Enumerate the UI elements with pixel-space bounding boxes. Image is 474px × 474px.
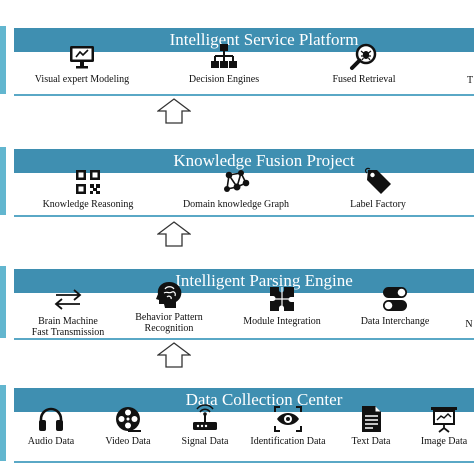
item-fused-retrieval: Fused Retrieval — [326, 42, 402, 85]
layer-accent-bar — [0, 26, 6, 94]
bug-search-icon — [349, 42, 379, 72]
item-label: Fused Retrieval — [332, 74, 396, 85]
monitor-icon — [67, 42, 97, 72]
layer-knowledge-fusion-project: Knowledge Fusion Project Knowledge Reaso… — [0, 145, 474, 217]
layer-accent-bar — [0, 266, 6, 338]
layer-accent-bar — [0, 385, 6, 461]
layer-title: Data Collection Center — [185, 390, 343, 409]
item-label: Signal Data — [181, 436, 229, 447]
item-label: Knowledge Reasoning — [42, 199, 134, 210]
item-label: Domain knowledge Graph — [182, 199, 290, 210]
item-identification-data: Identification Data — [242, 404, 334, 447]
eye-scan-icon — [273, 404, 303, 434]
item-label: Visual expert Modeling — [34, 74, 130, 85]
item-text-data: Text Data — [342, 404, 400, 447]
up-arrow-icon — [157, 342, 191, 368]
item-video-data: Video Data — [96, 404, 160, 447]
up-arrow-icon — [157, 221, 191, 247]
item-label: Text Data — [351, 436, 391, 447]
item-label: Behavior Pattern — [135, 312, 203, 323]
item-label: Decision Engines — [188, 74, 260, 85]
presentation-icon — [429, 404, 459, 434]
layer-banner: Data Collection Center — [14, 388, 474, 412]
layer-data-collection-center: Data Collection Center Audio Data Video … — [0, 383, 474, 463]
layer-banner: Knowledge Fusion Project — [14, 149, 474, 173]
item-data-interchange: Data Interchange — [350, 284, 440, 327]
item-truncated: N — [462, 319, 474, 330]
layer-bottom-rule — [14, 461, 474, 463]
headphones-icon — [36, 404, 66, 434]
layer-title: Intelligent Parsing Engine — [175, 271, 353, 290]
item-module-integration: Module Integration — [234, 284, 330, 327]
film-reel-icon — [113, 404, 143, 434]
item-label: Data Interchange — [360, 316, 430, 327]
item-behavior-pattern-recognition: Behavior Pattern Recognition — [124, 280, 214, 334]
exchange-arrows-icon — [53, 284, 83, 314]
layer-bottom-rule — [14, 215, 474, 217]
brain-head-icon — [154, 280, 184, 310]
layer-bottom-rule — [14, 94, 474, 96]
hierarchy-icon — [209, 42, 239, 72]
item-label-factory: Label Factory — [336, 167, 420, 210]
item-visual-expert-modeling: Visual expert Modeling — [24, 42, 140, 85]
layer-title: Intelligent Service Platform — [169, 30, 359, 49]
item-label-line2: Fast Transmission — [31, 327, 105, 338]
item-label: Brain Machine — [38, 316, 98, 327]
item-label: T — [466, 75, 474, 86]
layer-accent-bar — [0, 147, 6, 215]
item-knowledge-reasoning: Knowledge Reasoning — [30, 167, 146, 210]
item-label: Audio Data — [27, 436, 75, 447]
item-truncated: T — [464, 75, 474, 86]
puzzle-icon — [267, 284, 297, 314]
item-label: N — [465, 319, 473, 330]
layer-intelligent-service-platform: Intelligent Service Platform Visual expe… — [0, 24, 474, 96]
item-label-line2: Recognition — [144, 323, 194, 334]
tag-icon — [363, 167, 393, 197]
item-domain-knowledge-graph: Domain knowledge Graph — [172, 167, 300, 210]
network-graph-icon — [221, 167, 251, 197]
toggle-switches-icon — [380, 284, 410, 314]
layer-title: Knowledge Fusion Project — [173, 151, 355, 170]
item-image-data: Image Data — [412, 404, 474, 447]
item-label: Module Integration — [243, 316, 321, 327]
item-label: Label Factory — [350, 199, 406, 210]
qr-code-icon — [73, 167, 103, 197]
item-label: Image Data — [420, 436, 468, 447]
up-arrow-icon — [157, 98, 191, 124]
item-label: Video Data — [105, 436, 151, 447]
item-audio-data: Audio Data — [18, 404, 84, 447]
item-signal-data: Signal Data — [172, 404, 238, 447]
router-icon — [190, 404, 220, 434]
item-decision-engines: Decision Engines — [172, 42, 276, 85]
item-label: Identification Data — [250, 436, 326, 447]
layer-intelligent-parsing-engine: Intelligent Parsing Engine Brain Machine… — [0, 264, 474, 340]
layer-bottom-rule — [14, 338, 474, 340]
item-brain-machine-fast-transmission: Brain Machine Fast Transmission — [14, 284, 122, 338]
document-icon — [356, 404, 386, 434]
